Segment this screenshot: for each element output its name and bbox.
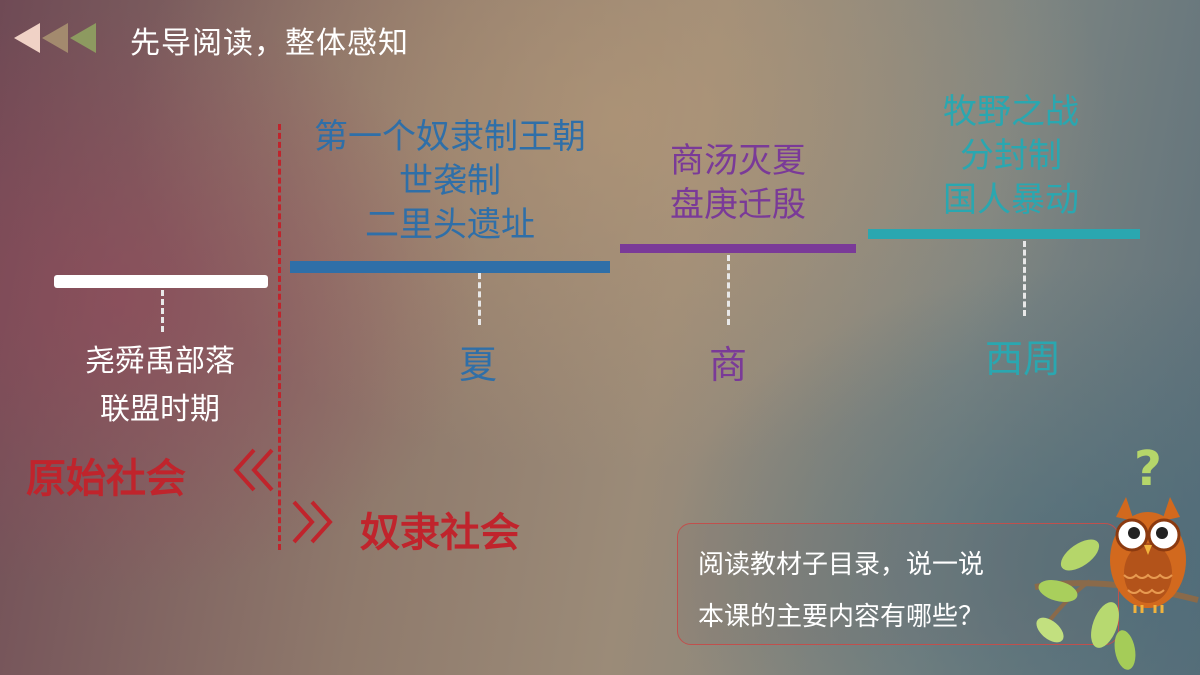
event-xia-3: 二里头遗址 xyxy=(365,205,535,245)
event-shang-1: 商汤灭夏 xyxy=(670,141,806,181)
double-chevron-right-icon xyxy=(292,500,333,544)
timeline-bar-primitive xyxy=(54,275,268,288)
era-label-xia: 夏 xyxy=(458,343,497,387)
event-zhou-1: 牧野之战 xyxy=(943,92,1079,132)
era-label-primitive: 尧舜禹部落 联盟时期 xyxy=(50,338,270,434)
events-xia: 第一个奴隶制王朝 世袭制 二里头遗址 xyxy=(287,115,613,247)
question-line-1: 阅读教材子目录，说一说 xyxy=(698,550,985,580)
event-xia-1: 第一个奴隶制王朝 xyxy=(314,117,586,157)
owl-icon: ? xyxy=(1034,445,1199,670)
timeline-bar-shang xyxy=(620,244,856,253)
timeline-bar-zhou xyxy=(868,229,1140,239)
society-label-primitive: 原始社会 xyxy=(26,456,186,502)
timeline-connector-primitive xyxy=(161,290,164,332)
era-label-primitive-line-1: 尧舜禹部落 xyxy=(85,344,235,379)
event-zhou-2: 分封制 xyxy=(960,136,1062,176)
header-arrows-icon xyxy=(14,23,96,53)
timeline-bar-xia xyxy=(290,261,610,273)
timeline-connector-xia xyxy=(478,273,481,325)
question-line-2: 本课的主要内容有哪些？ xyxy=(698,602,985,632)
events-zhou: 牧野之战 分封制 国人暴动 xyxy=(866,90,1156,222)
question-mark-icon: ? xyxy=(1134,445,1162,497)
timeline-connector-shang xyxy=(727,255,730,325)
event-zhou-3: 国人暴动 xyxy=(943,180,1079,220)
era-label-zhou: 西周 xyxy=(984,337,1061,381)
society-divider-line xyxy=(278,124,281,550)
event-xia-2: 世袭制 xyxy=(399,161,501,201)
event-shang-2: 盘庚迁殷 xyxy=(670,185,806,225)
double-chevron-left-icon xyxy=(233,448,274,492)
era-label-shang: 商 xyxy=(708,343,747,387)
era-label-primitive-line-2: 联盟时期 xyxy=(100,392,220,427)
events-shang: 商汤灭夏 盘庚迁殷 xyxy=(610,139,866,227)
page-title: 先导阅读，整体感知 xyxy=(130,26,409,61)
timeline-connector-zhou xyxy=(1023,241,1026,316)
society-label-slave: 奴隶社会 xyxy=(360,510,520,556)
